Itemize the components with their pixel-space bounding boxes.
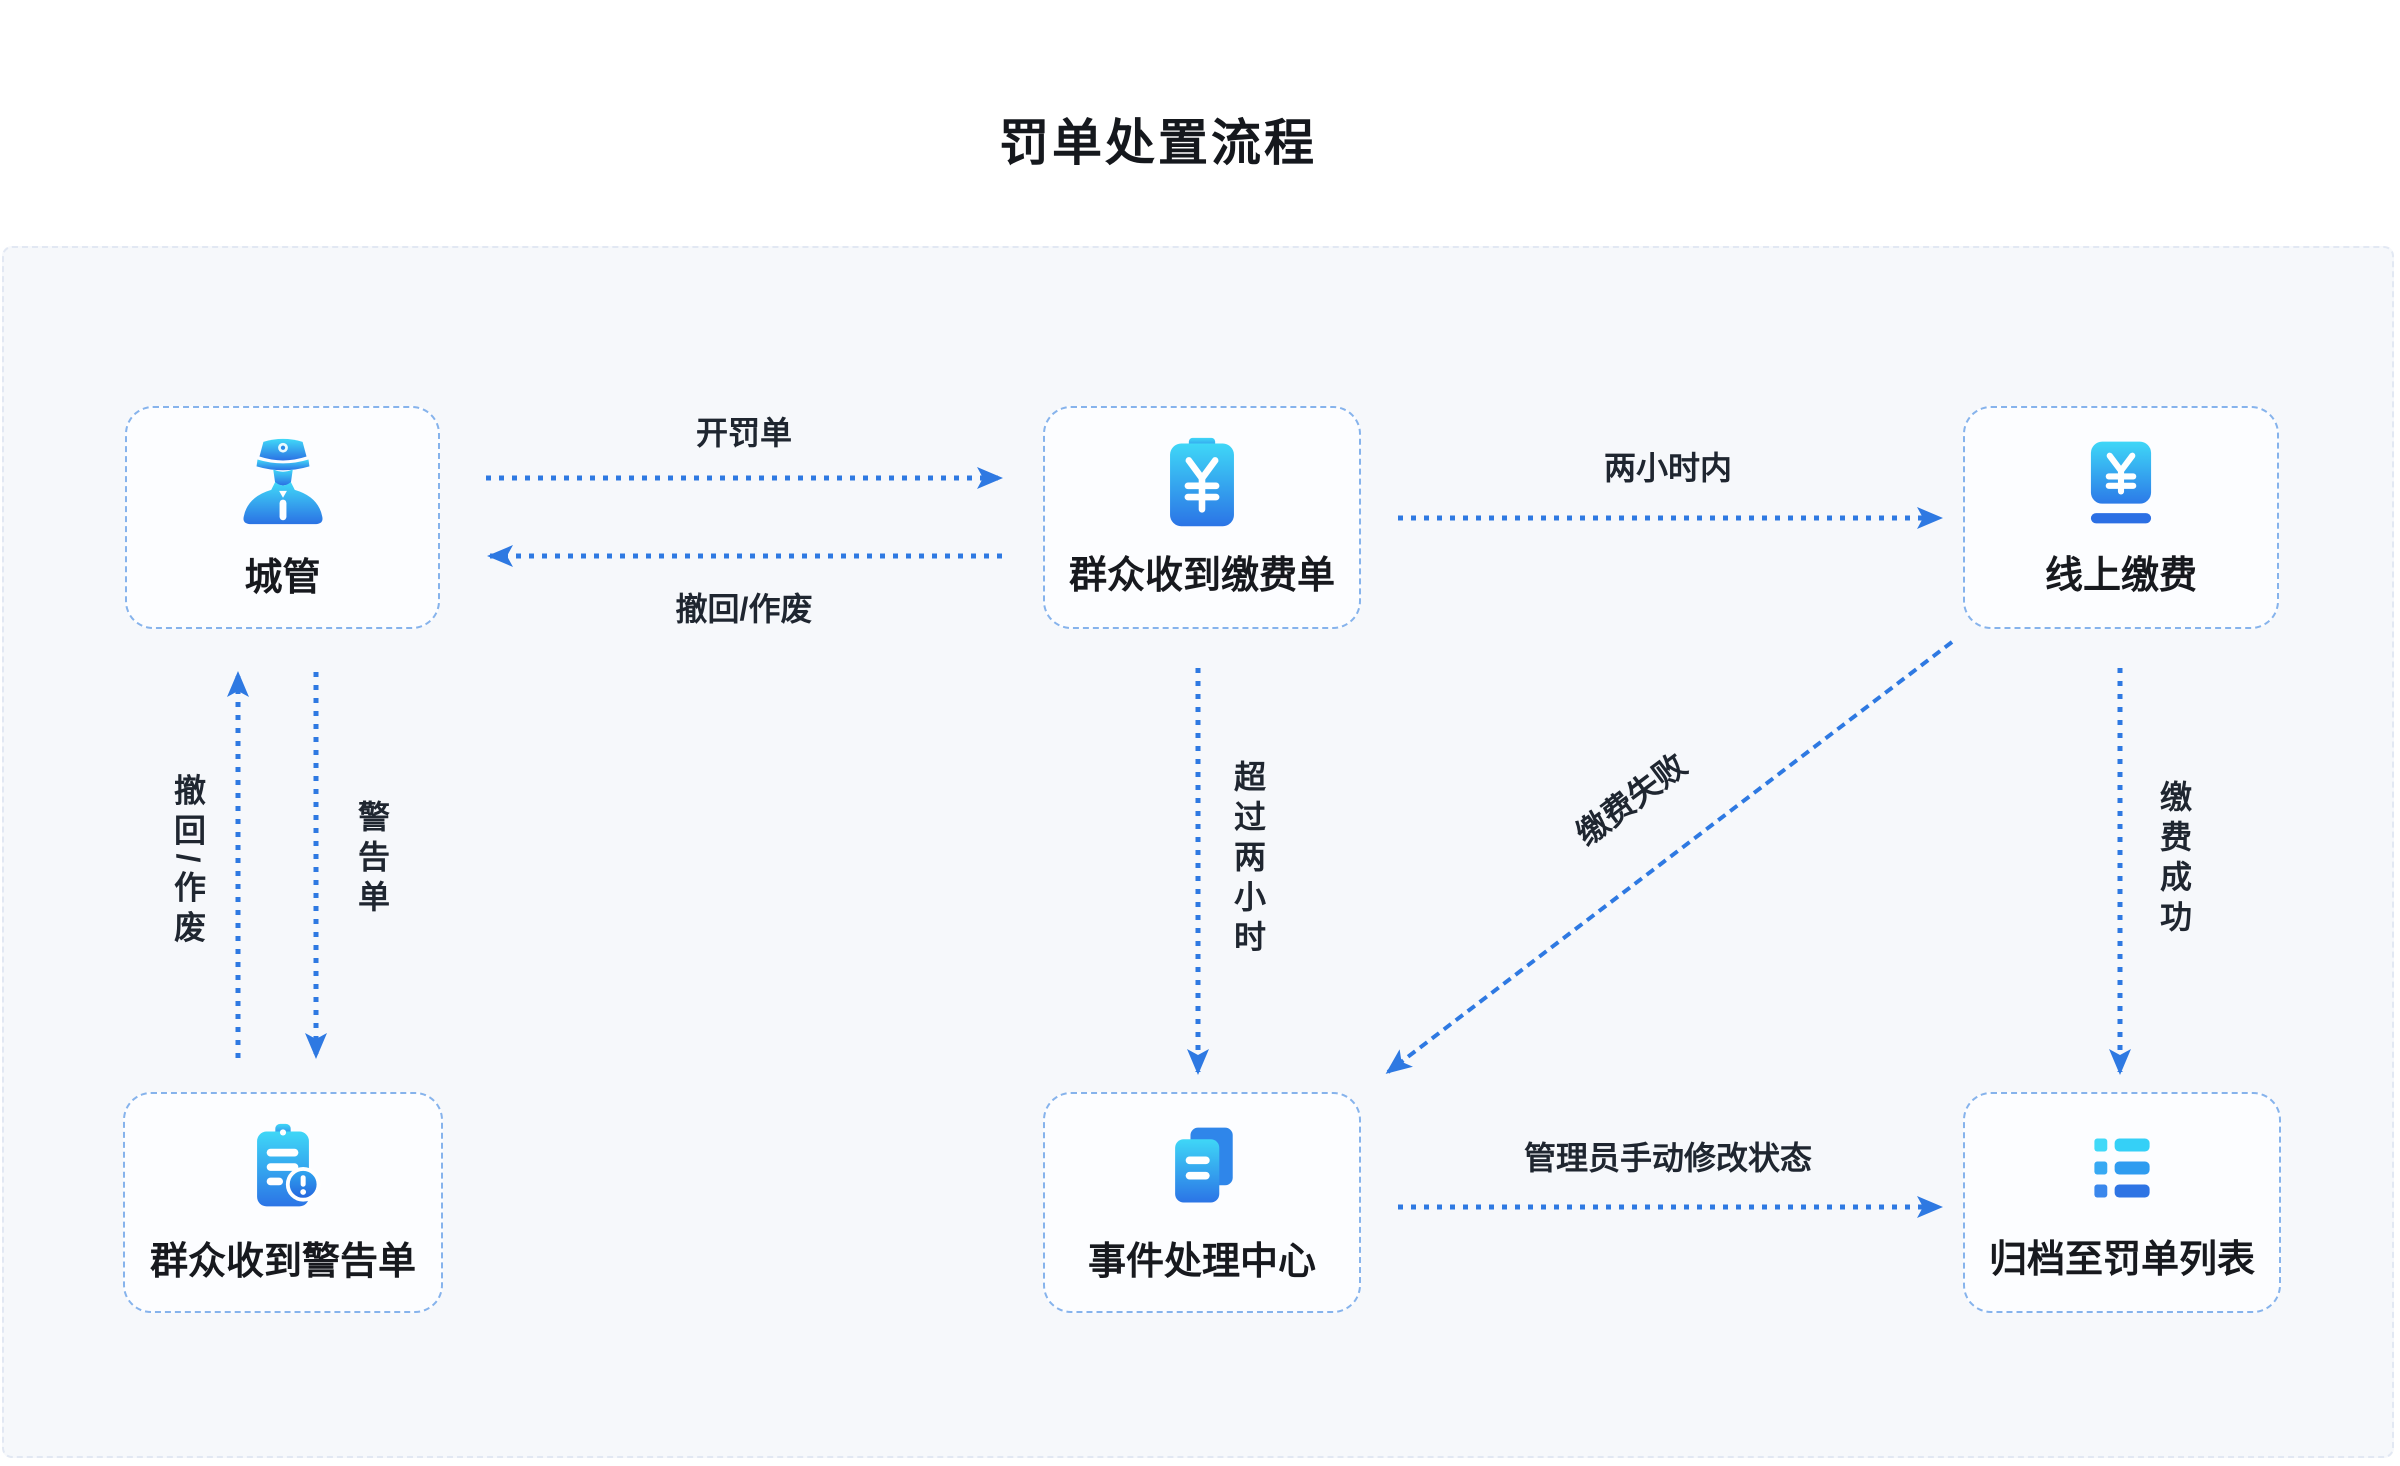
- edge-label-payment-success: 缴费成功: [2156, 780, 2192, 940]
- node-label-receive-payment-bill: 群众收到缴费单: [1068, 555, 1335, 597]
- node-receive-warning-ticket: 群众收到警告单: [123, 1092, 443, 1313]
- node-label-chengguan: 城管: [244, 557, 321, 599]
- pos-payment-icon: [2090, 441, 2152, 524]
- node-archive-list: 归档至罚单列表: [1963, 1092, 2281, 1313]
- edge-label-admin-modify: 管理员手动修改状态: [1523, 1140, 1813, 1176]
- node-label-online-payment: 线上缴费: [2044, 555, 2197, 597]
- police-officer-icon: [242, 438, 323, 525]
- edge-label-within-two-hours: 两小时内: [1603, 450, 1733, 486]
- page-title: 罚单处置流程: [999, 115, 1317, 171]
- edge-label-withdraw-void-left: 撤回/作废: [170, 773, 206, 951]
- node-receive-payment-bill: 群众收到缴费单: [1043, 406, 1361, 629]
- node-online-payment: 线上缴费: [1963, 406, 2279, 629]
- warning-clipboard-icon: [257, 1123, 321, 1207]
- documents-icon: [1175, 1127, 1233, 1203]
- list-icon: [2094, 1138, 2150, 1198]
- node-label-archive-list: 归档至罚单列表: [1988, 1239, 2255, 1281]
- node-event-center: 事件处理中心: [1043, 1092, 1361, 1313]
- node-chengguan: 城管: [125, 406, 440, 629]
- node-label-event-center: 事件处理中心: [1087, 1241, 1316, 1283]
- edge-label-withdraw-void-top: 撤回/作废: [675, 591, 813, 627]
- payment-bill-icon: [1170, 437, 1234, 527]
- node-label-receive-warning-ticket: 群众收到警告单: [149, 1241, 416, 1283]
- edge-label-warning-ticket: 警告单: [354, 800, 390, 920]
- edge-label-over-two-hours: 超过两小时: [1230, 760, 1266, 960]
- edge-label-issue-ticket: 开罚单: [695, 415, 793, 451]
